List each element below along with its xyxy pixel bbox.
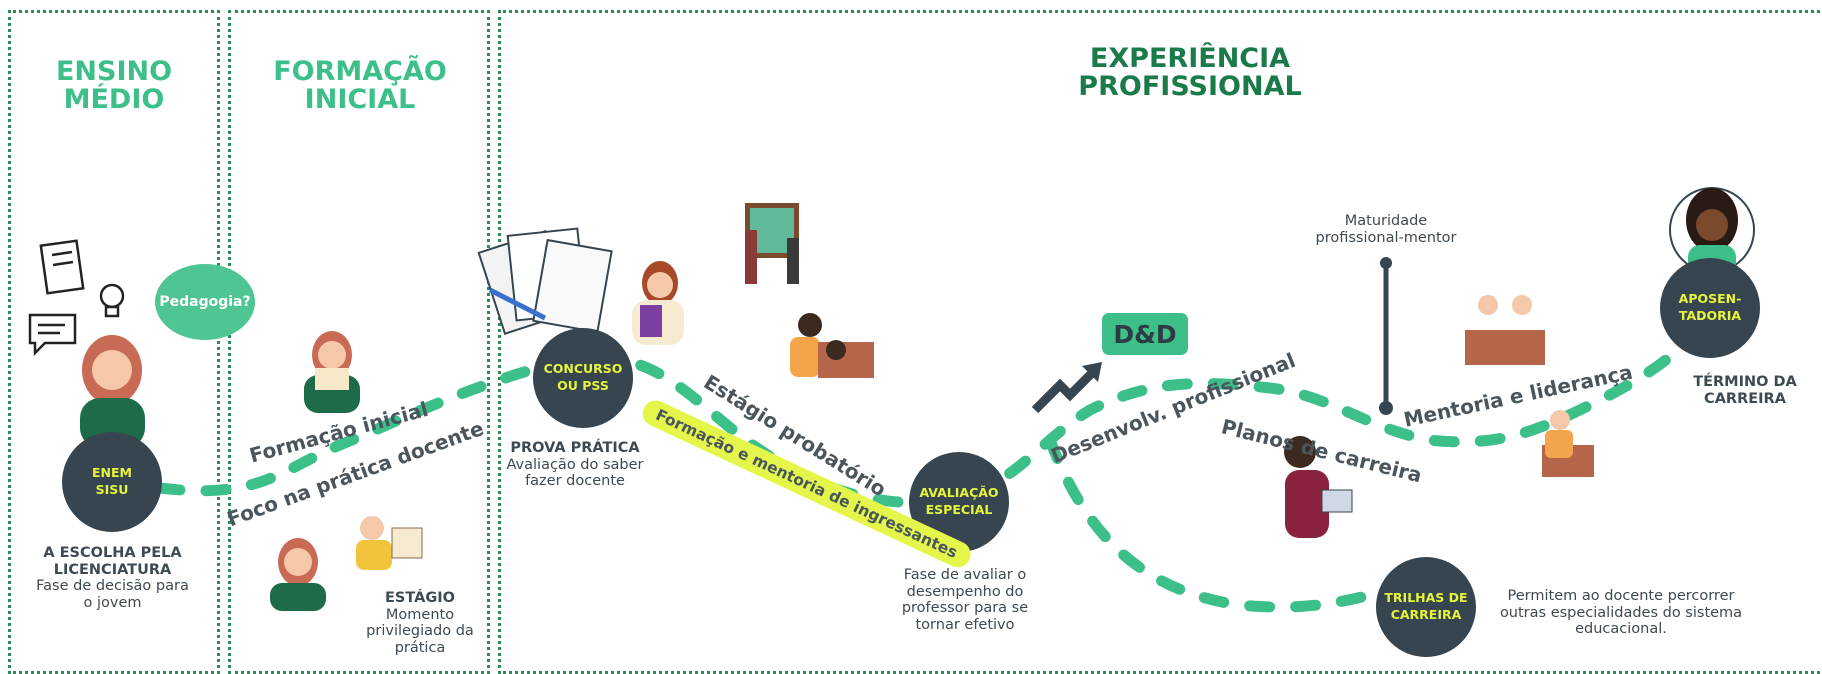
trend-arrow-icon <box>1031 366 1099 414</box>
note-avaliacao: Fase de avaliar o desempenho do professo… <box>901 567 1029 634</box>
reading-girl-illustration <box>304 331 360 413</box>
note-estagio: ESTÁGIO Momento privilegiado da prática <box>354 590 486 657</box>
maturidade-dot-bottom <box>1379 401 1393 415</box>
dd-badge: D&D <box>1102 313 1188 355</box>
notebook-icon <box>39 239 85 295</box>
circle-concurso-pss: CONCURSO OU PSS <box>533 328 633 428</box>
maturidade-dot-top <box>1380 257 1392 269</box>
career-path-trilhas <box>1044 434 1396 613</box>
teachers-at-board-illustration <box>745 230 799 284</box>
heading-formacao-inicial: FORMAÇÃO INICIAL <box>273 56 447 116</box>
note-estagio-body: Momento privilegiado da prática <box>366 606 474 657</box>
teacher-student-desk-illustration <box>790 313 874 378</box>
estagio-boy-illustration <box>356 516 423 570</box>
heading-experiencia-profissional: EXPERIÊNCIA PROFISSIONAL <box>1078 43 1302 103</box>
mentor-desk-illustration <box>1542 410 1594 477</box>
note-trilhas: Permitem ao docente percorrer outras esp… <box>1499 588 1743 638</box>
note-prova-pratica: PROVA PRÁTICA Avaliação do saber fazer d… <box>505 440 645 490</box>
note-prova-body: Avaliação do saber fazer docente <box>506 456 644 490</box>
circle-trilhas-carreira: TRILHAS DE CARREIRA <box>1376 557 1476 657</box>
estagio-girl-illustration <box>270 538 326 611</box>
pedagogia-bubble: Pedagogia? <box>155 264 255 340</box>
papers-icon <box>477 227 613 335</box>
lightbulb-icon <box>99 283 125 318</box>
mentors-table-illustration <box>1465 295 1545 365</box>
note-maturidade: Maturidade profissional-mentor <box>1315 213 1457 246</box>
heading-ensino-medio: ENSINO MÉDIO <box>55 56 173 116</box>
teacher-woman-illustration <box>632 261 684 345</box>
man-tablet-illustration <box>1284 436 1353 538</box>
circle-enem-sisu: ENEM SISU <box>62 432 162 532</box>
note-termino: TÉRMINO DA CARREIRA <box>1693 374 1797 407</box>
note-escolha-licenciatura: A ESCOLHA PELA LICENCIATURA Fase de deci… <box>30 545 195 612</box>
circle-aposentadoria: APOSEN- TADORIA <box>1660 258 1760 358</box>
note-escolha-title: A ESCOLHA PELA LICENCIATURA <box>43 545 182 578</box>
career-path-main <box>154 324 1706 508</box>
note-escolha-body: Fase de decisão para o jovem <box>36 578 189 612</box>
note-estagio-title: ESTÁGIO <box>385 590 455 606</box>
chat-icon <box>28 313 77 357</box>
note-prova-title: PROVA PRÁTICA <box>510 440 640 456</box>
